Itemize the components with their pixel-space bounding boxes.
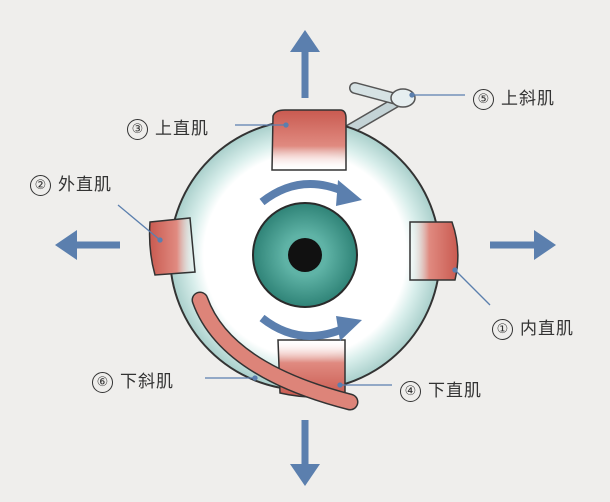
arrow-left-icon [55, 230, 120, 260]
direction-arrows [55, 30, 556, 486]
rotation-arrows [259, 180, 362, 341]
superior-rectus-muscle [271, 109, 347, 171]
leader-lines [117, 92, 491, 388]
superior-oblique-muscle [334, 82, 416, 141]
rotation-arrow-top-icon [259, 180, 347, 206]
medial-rectus-muscle [409, 221, 459, 281]
lateral-rectus-muscle [148, 217, 196, 276]
pupil [288, 238, 322, 272]
arrow-right-icon [490, 230, 556, 260]
arrow-up-icon [290, 30, 320, 98]
arrow-down-icon [290, 420, 320, 486]
rotation-arrow-bottom-icon [259, 314, 347, 340]
